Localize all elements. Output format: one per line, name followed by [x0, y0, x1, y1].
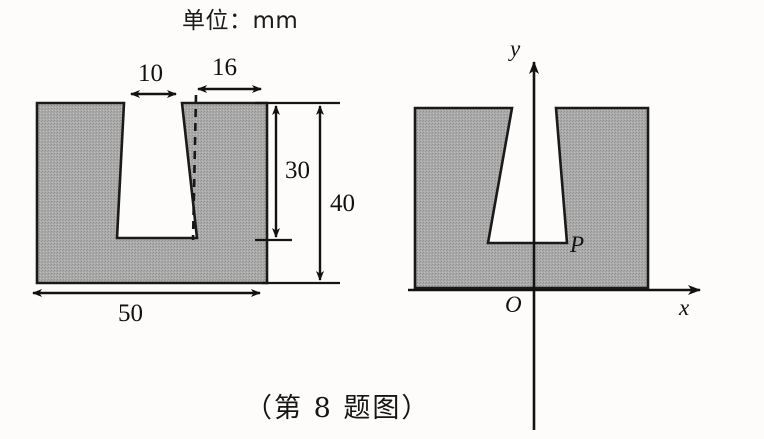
dimension-label-16: 16 [212, 54, 237, 81]
point-label-P: P [570, 232, 585, 257]
dimension-label-10: 10 [138, 60, 163, 87]
dimension-label-50: 50 [118, 300, 143, 327]
dimension-label-40: 40 [330, 190, 355, 217]
y-axis-label: y [510, 36, 521, 61]
unit-title: 单位：mm [182, 8, 299, 34]
figure-caption: （第 8 题图） [245, 393, 431, 424]
left-block-shape [35, 101, 269, 285]
dimension-label-30: 30 [285, 157, 310, 184]
right-block-shape [413, 106, 650, 290]
notch-reference-dashed-line [191, 94, 198, 241]
origin-label: O [505, 292, 522, 317]
x-axis-label: x [679, 295, 690, 320]
